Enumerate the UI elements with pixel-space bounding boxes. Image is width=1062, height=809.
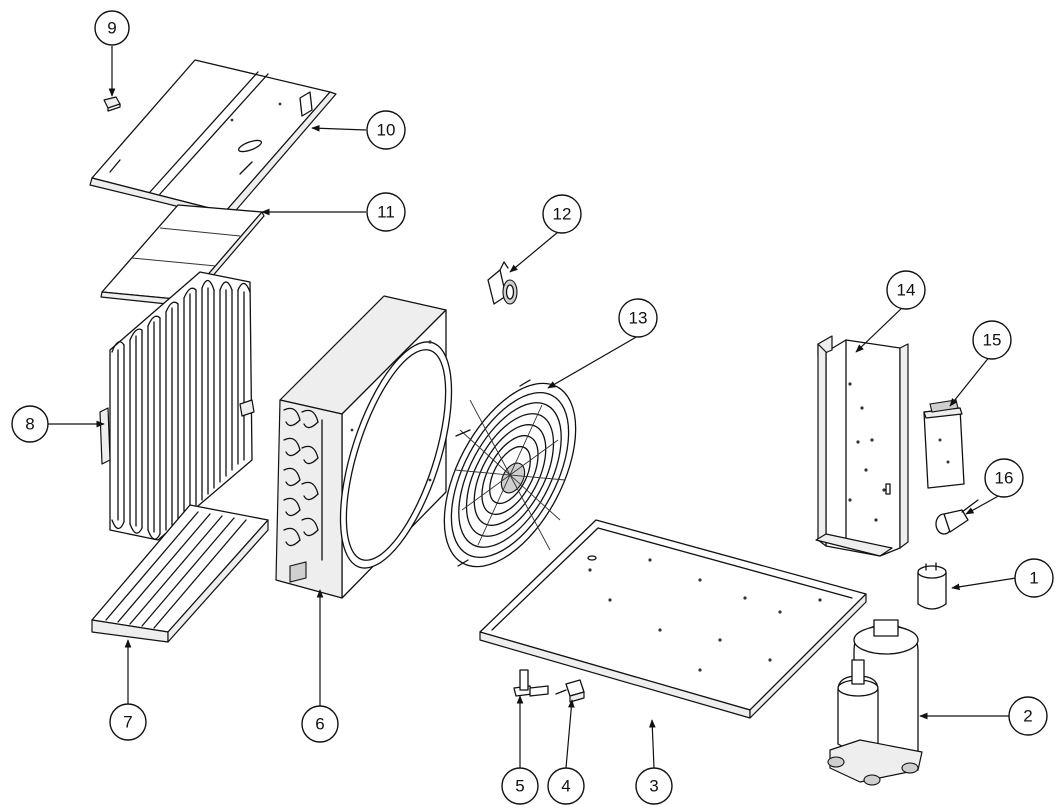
callout-2-label: 2 (1023, 707, 1032, 726)
callout-14: 14 (886, 270, 926, 310)
part-1-capacitor (917, 562, 947, 610)
callout-6: 6 (301, 705, 339, 743)
callout-2: 2 (1008, 696, 1048, 736)
part-2-compressor (827, 619, 923, 786)
callout-9: 9 (94, 10, 130, 46)
callout-11: 11 (366, 192, 406, 232)
callout-6-label: 6 (315, 715, 324, 734)
callout-4-label: 4 (561, 777, 570, 796)
callout-13: 13 (618, 298, 658, 338)
callout-16: 16 (984, 458, 1024, 498)
callout-5: 5 (501, 767, 539, 805)
callout-10: 10 (366, 110, 406, 150)
callout-9-label: 9 (107, 19, 116, 38)
callout-11-label: 11 (377, 203, 395, 222)
callout-3-label: 3 (649, 777, 658, 796)
part-15-control-board (923, 399, 965, 489)
part-13-fan-guard (443, 379, 577, 568)
part-4-valve (555, 679, 585, 703)
part-9-clip (103, 96, 121, 112)
part-16-sensor (935, 499, 979, 535)
part-12-fan-component (487, 261, 518, 305)
callout-12: 12 (542, 194, 582, 234)
callout-13-label: 13 (629, 309, 648, 328)
part-8-evaporator-coil (99, 271, 255, 541)
callout-1: 1 (1014, 558, 1054, 598)
callout-4: 4 (547, 767, 585, 805)
callout-1-label: 1 (1029, 569, 1038, 588)
callout-8-label: 8 (25, 415, 34, 434)
callout-7-label: 7 (123, 713, 132, 732)
callout-14-label: 14 (897, 281, 916, 300)
part-5-service-valve (513, 669, 549, 697)
callout-3: 3 (635, 767, 673, 805)
part-10-top-cover (89, 59, 337, 219)
callout-12-label: 12 (553, 205, 572, 224)
callout-16-label: 16 (995, 469, 1014, 488)
callout-8: 8 (11, 405, 49, 443)
callout-10-label: 10 (377, 121, 396, 140)
callout-15-label: 15 (983, 331, 1002, 350)
callout-15: 15 (972, 320, 1012, 360)
part-14-bracket (815, 335, 909, 557)
part-6-fan-shroud (275, 295, 453, 599)
callout-5-label: 5 (515, 777, 524, 796)
leader-lines (48, 46, 1017, 769)
callout-7: 7 (109, 703, 147, 741)
part-3-base-pan (479, 519, 867, 719)
part-7-drain-tray (91, 504, 269, 643)
